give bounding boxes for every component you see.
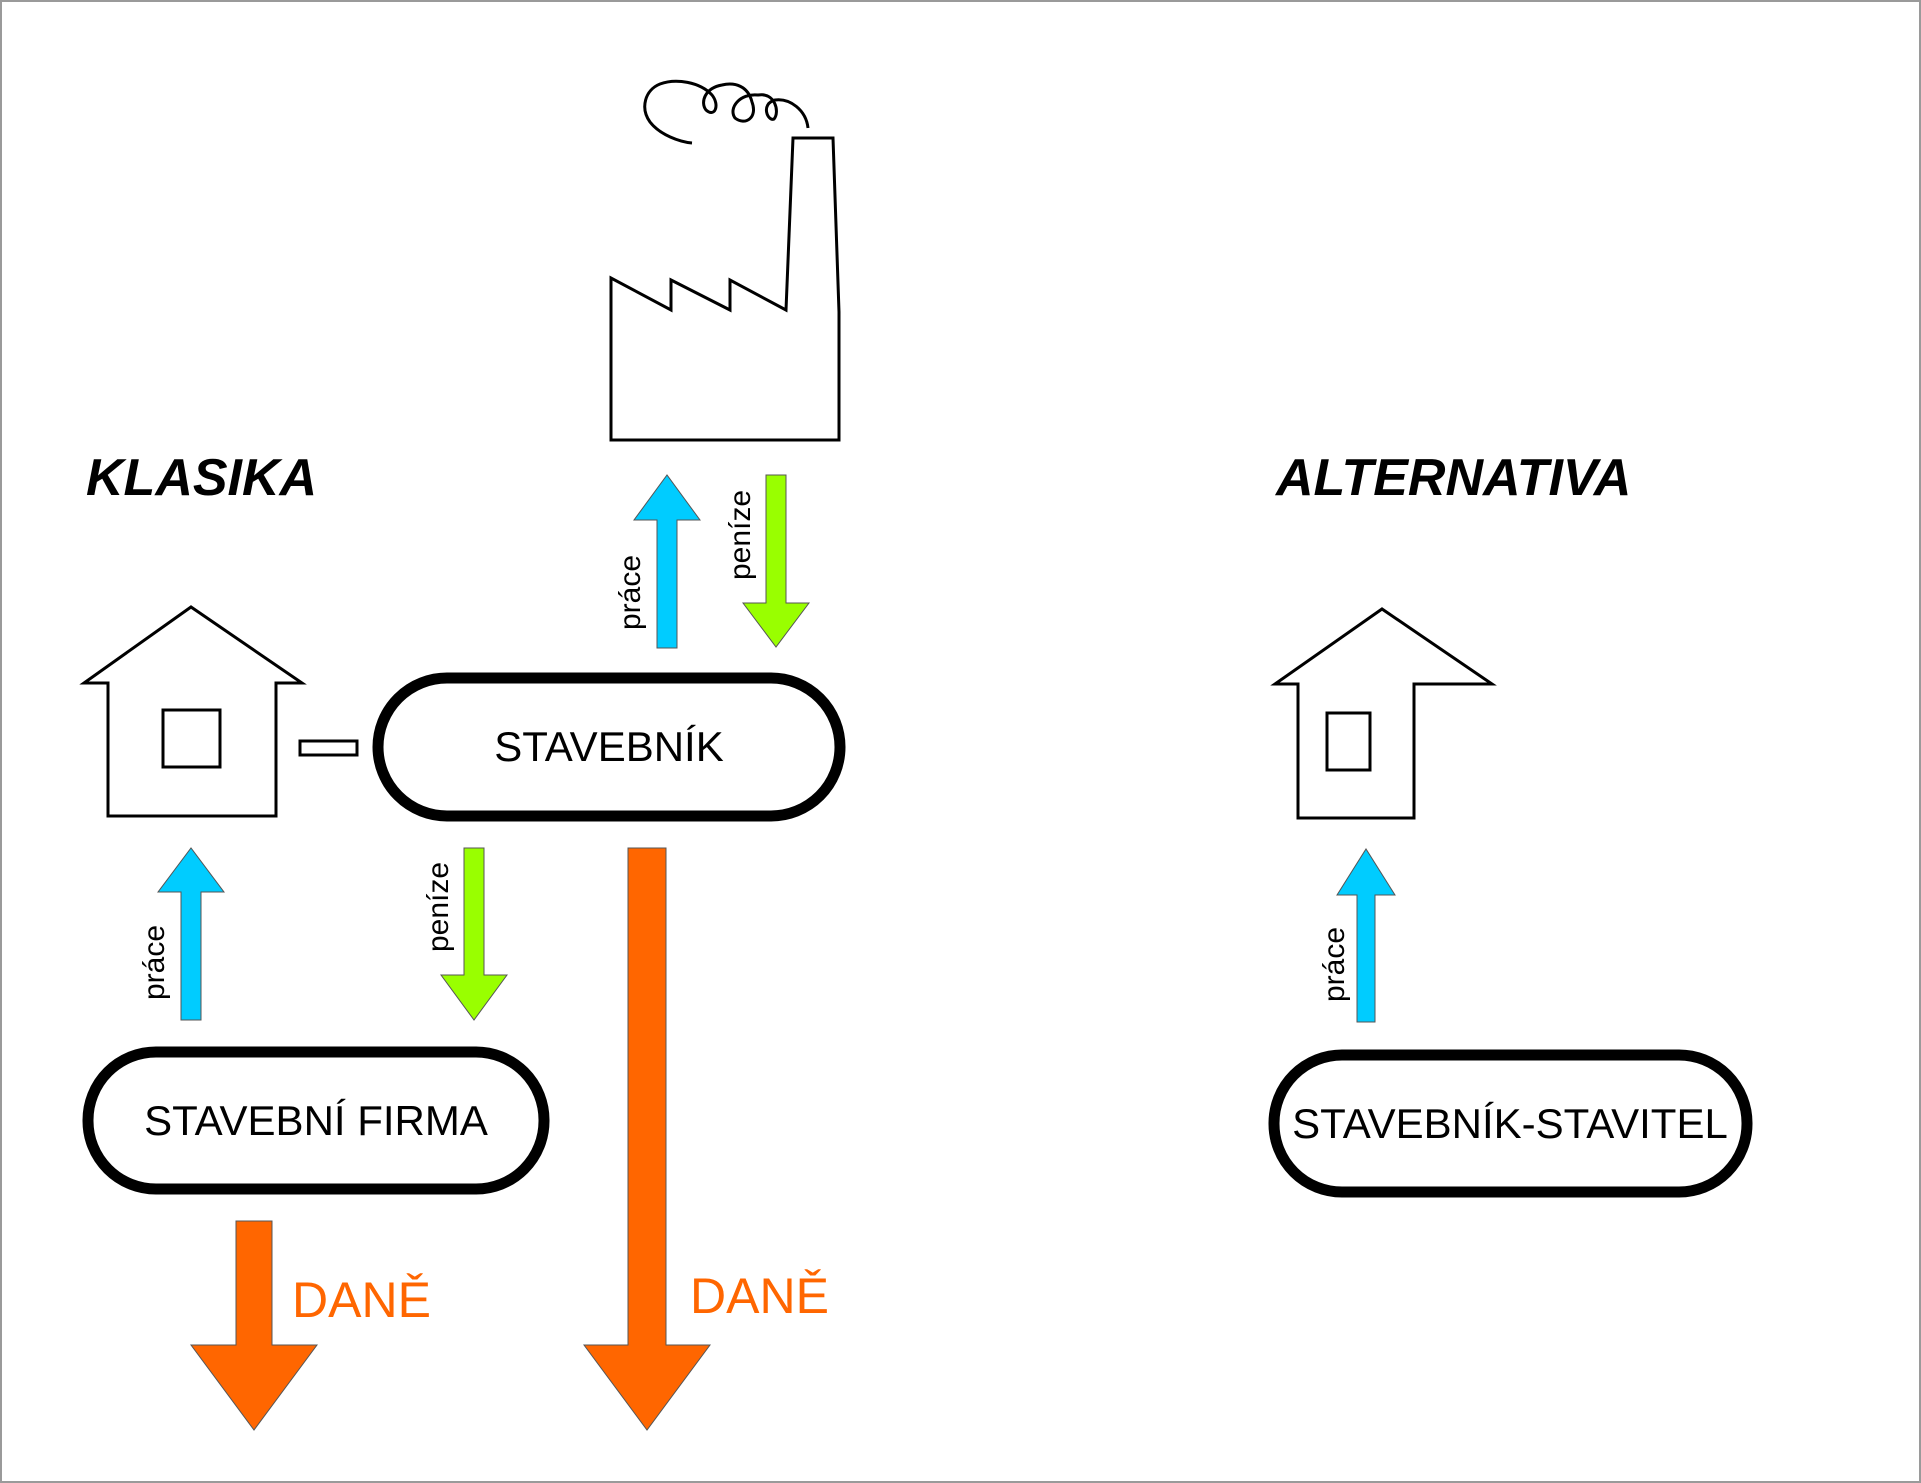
factory-icon: [609, 79, 841, 442]
node-stavebni-firma-label: STAVEBNÍ FIRMA: [144, 1097, 488, 1144]
section-title-alternativa: ALTERNATIVA: [1274, 449, 1631, 507]
node-stavebnik-stavitel-label: STAVEBNÍK-STAVITEL: [1292, 1100, 1728, 1147]
tax-label-firm: DANĚ: [292, 1272, 431, 1328]
node-stavebnik-stavitel[interactable]: STAVEBNÍK-STAVITEL: [1268, 1049, 1753, 1198]
arrow-label-work-firm: práce: [138, 925, 171, 1000]
arrow-money-to-firm: [440, 847, 508, 1021]
arrow-taxes-stavebnik: [583, 847, 711, 1431]
arrow-money-from-factory: [742, 474, 810, 648]
section-title-klasika: KLASIKA: [86, 449, 317, 507]
arrow-label-money-factory: peníze: [724, 490, 757, 580]
arrow-taxes-firm: [190, 1220, 318, 1431]
arrow-work-to-house: [157, 847, 225, 1021]
tax-label-stavebnik: DANĚ: [690, 1268, 829, 1324]
node-stavebnik[interactable]: STAVEBNÍK: [372, 672, 846, 822]
arrow-label-work-alternative: práce: [1318, 927, 1351, 1002]
house-icon: [79, 605, 307, 818]
node-stavebni-firma[interactable]: STAVEBNÍ FIRMA: [82, 1046, 550, 1195]
arrow-work-to-house-alternative: [1336, 848, 1396, 1023]
arrow-label-money-firm: peníze: [422, 862, 455, 952]
connector: [298, 739, 359, 757]
house-icon-alternative: [1270, 607, 1497, 820]
node-stavebnik-label: STAVEBNÍK: [494, 723, 724, 770]
arrow-label-work-factory: práce: [614, 555, 647, 630]
arrow-work-to-factory: [633, 474, 701, 649]
